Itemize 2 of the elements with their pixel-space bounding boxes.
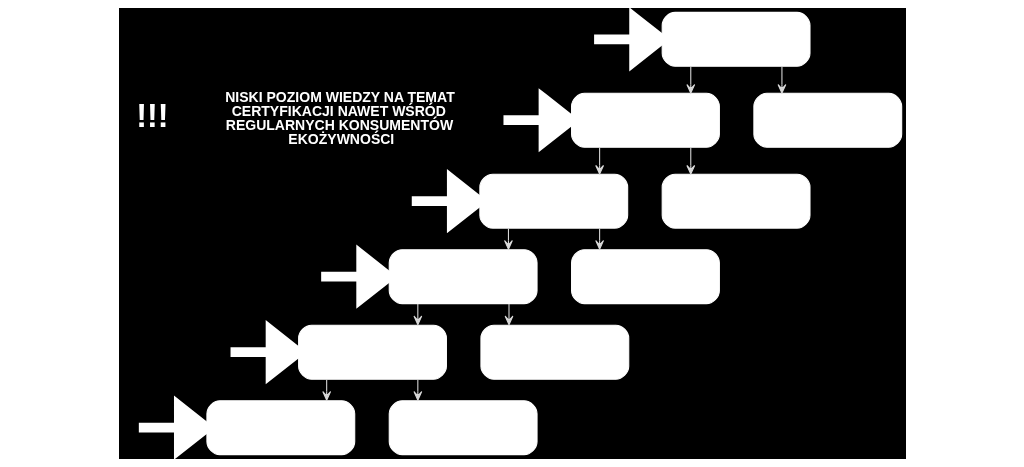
label: NISKI POZIOM WIEDZY NA TEMAT CERTYFIKACJI NAWET WŚRÓD REGULARNYCH KONSUMENTÓW EKOŻYWNOŚCI [224,89,455,148]
label: !!! [135,98,169,135]
